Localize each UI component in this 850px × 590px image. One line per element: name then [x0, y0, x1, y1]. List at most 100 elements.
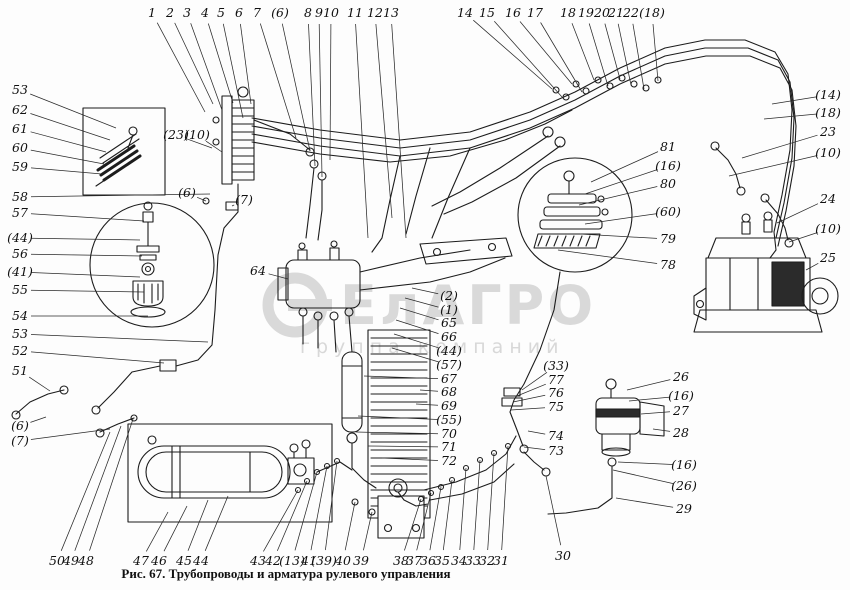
power-cylinder — [127, 423, 353, 523]
callout-label: (6) — [271, 4, 289, 20]
callout-label: 78 — [660, 256, 676, 272]
leader-line — [652, 428, 671, 432]
callout-label: 40 — [335, 552, 351, 568]
watermark-brand: ЕлАГРО — [340, 273, 597, 337]
callout-label: 66 — [441, 328, 457, 344]
leader-line — [579, 233, 658, 239]
leader-line — [473, 459, 481, 551]
callout-label: 65 — [441, 314, 457, 330]
leader-line — [771, 96, 818, 105]
callout-label: 34 — [451, 552, 467, 568]
leader-line — [344, 501, 356, 551]
leader-line — [628, 396, 671, 402]
leader-line — [355, 431, 439, 435]
leader-line — [205, 140, 223, 153]
leader-line — [30, 213, 145, 222]
leader-line — [294, 471, 318, 551]
leader-line — [174, 22, 214, 105]
callout-label: 80 — [660, 175, 676, 191]
callout-label: 50 — [49, 552, 65, 568]
callout-label: 14 — [457, 4, 473, 20]
leader-line — [612, 469, 674, 484]
callout-label: 54 — [12, 307, 28, 323]
callout-label: 76 — [548, 384, 564, 400]
leader-line — [363, 511, 373, 551]
callout-label: 35 — [434, 552, 450, 568]
leader-line — [30, 93, 117, 129]
callout-label: (13) — [279, 552, 305, 568]
callout-label: 21 — [608, 4, 624, 20]
leader-line — [487, 452, 495, 551]
callout-label: 4 — [201, 4, 209, 20]
leader-line — [588, 23, 609, 87]
callout-label: 67 — [441, 370, 457, 386]
callout-label: 29 — [676, 500, 692, 516]
leader-line — [391, 23, 407, 239]
leader-line — [231, 204, 235, 207]
callout-label: 30 — [555, 547, 571, 563]
callout-label: 68 — [441, 383, 457, 399]
leader-line — [584, 169, 658, 195]
inset-valve — [89, 201, 215, 328]
callout-label: (44) — [7, 229, 33, 245]
pump-small — [547, 378, 665, 515]
leader-line — [30, 416, 47, 423]
leader-line — [584, 213, 658, 225]
leader-line — [30, 237, 141, 241]
pipe-51 — [11, 385, 138, 438]
leader-line — [617, 461, 674, 465]
callout-label: (16) — [668, 387, 694, 403]
leader-line — [222, 23, 244, 119]
callout-label: 53 — [12, 81, 28, 97]
leader-line — [318, 23, 323, 178]
callout-label: 71 — [441, 438, 457, 454]
leader-line — [30, 428, 111, 440]
leader-line — [204, 495, 229, 551]
leader-line — [604, 23, 621, 80]
callout-label: 75 — [548, 398, 564, 414]
callout-label: 16 — [505, 4, 521, 20]
leader-line — [557, 249, 658, 264]
leader-line — [578, 186, 658, 206]
leader-line — [190, 23, 223, 111]
leader-line — [393, 333, 439, 349]
leader-line — [571, 23, 595, 81]
leader-line — [30, 193, 211, 198]
leader-line — [540, 22, 583, 93]
callout-label: 26 — [673, 368, 689, 384]
callout-label: 58 — [12, 188, 28, 204]
leader-line — [459, 467, 467, 551]
callout-label: (16) — [655, 157, 681, 173]
leader-line — [145, 511, 169, 552]
callout-label: 69 — [441, 397, 457, 413]
leader-line — [375, 23, 393, 219]
return-pipe — [501, 271, 561, 477]
callout-label: 59 — [12, 158, 28, 174]
callout-label: (7) — [11, 432, 29, 448]
watermark: ЕлАГРО — [258, 268, 596, 342]
leader-line — [429, 486, 442, 551]
leader-line — [381, 457, 439, 461]
callout-label: (39) — [311, 552, 337, 568]
callout-label: 51 — [12, 362, 28, 378]
leader-line — [357, 415, 439, 420]
pump-main — [693, 141, 839, 333]
callout-label: 25 — [820, 249, 836, 265]
leader-line — [187, 499, 209, 551]
leader-line — [60, 431, 111, 551]
callout-label: 38 — [393, 552, 409, 568]
leader-line — [805, 262, 819, 271]
leader-line — [367, 445, 439, 448]
pipe-left-run — [91, 183, 239, 415]
leader-line — [355, 23, 369, 239]
callout-label: 8 — [304, 4, 312, 20]
leader-line — [617, 23, 632, 86]
callout-label: 18 — [560, 4, 576, 20]
callout-label: 47 — [133, 552, 149, 568]
callout-label: 19 — [578, 4, 594, 20]
leader-line — [310, 465, 328, 551]
callout-label: 20 — [594, 4, 610, 20]
callout-label: 74 — [548, 427, 564, 443]
callout-label: (60) — [655, 203, 681, 219]
